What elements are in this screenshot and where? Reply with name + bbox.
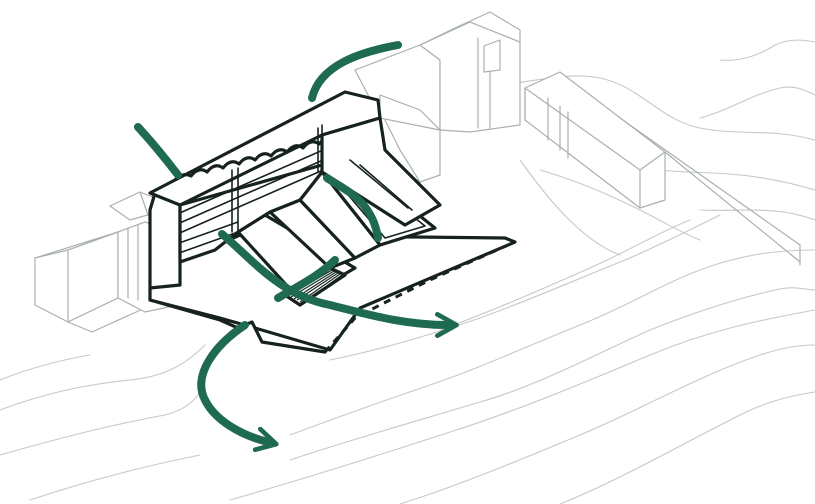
contour-line	[469, 75, 815, 141]
right-wing-block	[320, 116, 442, 227]
contour-line	[719, 39, 815, 61]
contour-line	[539, 169, 701, 241]
contour-line	[329, 214, 721, 361]
flow-arrow-south	[197, 321, 268, 442]
contour-line	[399, 344, 815, 504]
main-building	[148, 90, 517, 354]
contour-line	[439, 219, 691, 331]
contour-line	[229, 309, 815, 501]
flow-arrow-courtyard	[323, 174, 382, 242]
context-building-top	[354, 11, 521, 183]
contour-line	[289, 287, 815, 461]
contour-line	[559, 391, 815, 504]
contour-line	[0, 344, 206, 411]
contour-line	[699, 86, 815, 119]
contour-line	[519, 159, 621, 256]
contour-line	[659, 169, 815, 191]
flow-arrow-east	[218, 230, 448, 325]
context-building-right	[524, 71, 801, 266]
rear-wing-roof	[148, 90, 382, 207]
contour-line	[0, 354, 91, 381]
flow-arrow-cross	[274, 256, 339, 302]
rear-wing-front	[148, 191, 182, 290]
circulation-flows	[134, 41, 448, 442]
contour-line	[289, 249, 815, 436]
contour-line	[29, 454, 201, 501]
flow-arrow-top-right	[308, 41, 402, 102]
terrain-contours	[0, 39, 815, 504]
flow-arrow-top-left	[134, 123, 182, 179]
contour-line	[0, 391, 201, 456]
contour-line	[699, 209, 815, 221]
